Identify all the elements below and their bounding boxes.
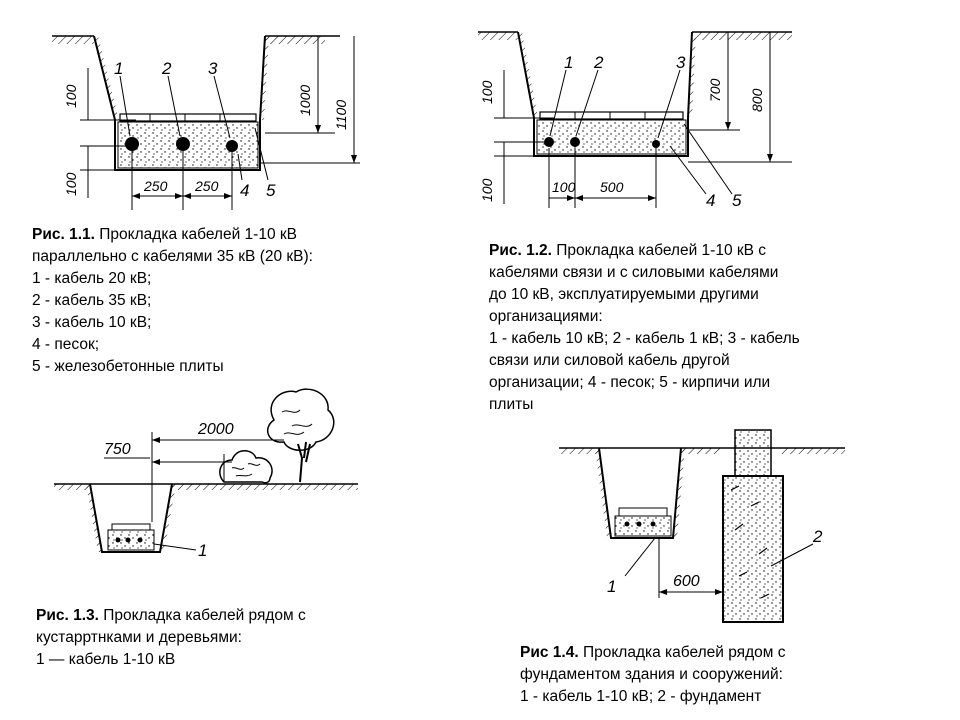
fig1-legend-4: 4 - песок; bbox=[32, 336, 100, 353]
cable-3-dot bbox=[226, 140, 238, 152]
fig1-dim-250a: 250 bbox=[143, 178, 168, 194]
fig2-dim-top: 100 bbox=[479, 80, 495, 104]
fig2-caption-title-4: организациями: bbox=[489, 308, 603, 325]
fig2-label-5: 5 bbox=[732, 191, 742, 210]
fig4-label-2: 2 bbox=[812, 527, 823, 546]
fig1-legend-1: 1 - кабель 20 кВ; bbox=[32, 270, 152, 287]
fig2-legend-2: связи или силовой кабель другой bbox=[489, 352, 730, 369]
figure-1-4-drawing: 1 2 600 bbox=[555, 426, 855, 636]
fig4-label-1: 1 bbox=[607, 577, 616, 596]
fig3-caption-ref: Рис. 1.3. bbox=[36, 607, 99, 624]
figure-1-4-caption: Рис 1.4. Прокладка кабелей рядом с фунда… bbox=[520, 642, 785, 708]
fig1-caption-ref: Рис. 1.1. bbox=[32, 226, 95, 243]
fig1-label-4: 4 bbox=[240, 181, 249, 200]
fig2-dim-100: 100 bbox=[552, 179, 576, 195]
figure-1-3-drawing: 1 750 2000 bbox=[48, 382, 368, 582]
tree-icon bbox=[266, 388, 335, 483]
fig2-dim-bottom: 100 bbox=[479, 178, 495, 202]
cable-2-dot bbox=[176, 137, 190, 151]
fig2-dim-800: 800 bbox=[749, 88, 765, 112]
fig3-label-1: 1 bbox=[198, 541, 207, 560]
fig1-legend-2: 2 - кабель 35 кВ; bbox=[32, 292, 152, 309]
fig2-caption-title-2: кабелями связи и с силовыми кабелями bbox=[489, 264, 779, 281]
figure-1-2-drawing: 1 2 3 4 5 100 100 700 800 100 500 bbox=[470, 26, 800, 216]
fig1-label-1: 1 bbox=[114, 59, 123, 78]
fig3-legend-1: 1 — кабель 1-10 кВ bbox=[36, 651, 176, 668]
fig2-label-2: 2 bbox=[593, 53, 604, 72]
figure-1-2-caption: Рис. 1.2. Прокладка кабелей 1-10 кВ с ка… bbox=[489, 240, 800, 416]
fig1-dim-top: 100 bbox=[63, 84, 79, 108]
fig2-legend-4: плиты bbox=[489, 396, 534, 413]
fig1-label-3: 3 bbox=[208, 59, 218, 78]
fig2-legend-1: 1 - кабель 10 кВ; 2 - кабель 1 кВ; 3 - к… bbox=[489, 330, 800, 347]
fig4-caption-ref: Рис 1.4. bbox=[520, 644, 579, 661]
figure-1-3-caption: Рис. 1.3. Прокладка кабелей рядом с куст… bbox=[36, 605, 306, 671]
fig1-label-2: 2 bbox=[161, 59, 172, 78]
fig2-label-1: 1 bbox=[564, 53, 573, 72]
fig1-caption-title-1: Прокладка кабелей 1-10 кВ bbox=[94, 226, 297, 243]
fig2-caption-title-1: Прокладка кабелей 1-10 кВ с bbox=[551, 242, 767, 259]
fig2-caption-title-3: до 10 кВ, эксплуатируемыми другими bbox=[489, 286, 759, 303]
fig4-dim-600: 600 bbox=[673, 573, 700, 590]
fig1-label-5: 5 bbox=[266, 181, 276, 200]
fig1-dim-1000: 1000 bbox=[297, 85, 313, 116]
fig3-caption-title-1: Прокладка кабелей рядом с bbox=[98, 607, 306, 624]
foundation-block bbox=[722, 429, 784, 623]
fig2-legend-3: организации; 4 - песок; 5 - кирпичи или bbox=[489, 374, 771, 391]
fig1-dim-1100: 1100 bbox=[333, 100, 349, 130]
figure-1-1-caption: Рис. 1.1. Прокладка кабелей 1-10 кВ пара… bbox=[32, 224, 313, 378]
fig3-dim-2000: 2000 bbox=[197, 421, 234, 438]
fig2-label-4: 4 bbox=[706, 191, 715, 210]
fig1-dim-250b: 250 bbox=[194, 178, 219, 194]
cable-1-dot bbox=[125, 137, 139, 151]
fig1-legend-3: 3 - кабель 10 кВ; bbox=[32, 314, 152, 331]
fig1-caption-title-2: параллельно с кабелями 35 кВ (20 кВ): bbox=[32, 248, 313, 265]
fig3-caption-title-2: кустарртнками и деревьями: bbox=[36, 629, 242, 646]
fig3-dim-750: 750 bbox=[104, 441, 131, 458]
fig1-legend-5: 5 - железобетонные плиты bbox=[32, 358, 224, 375]
fig2-dim-500: 500 bbox=[600, 179, 624, 195]
ground-hatch bbox=[52, 35, 340, 44]
fig2-dim-700: 700 bbox=[707, 78, 723, 102]
fig4-caption-title-2: фундаментом здания и сооружений: bbox=[520, 666, 783, 683]
shrub-icon bbox=[219, 450, 273, 484]
fig4-legend-1: 1 - кабель 1-10 кВ; 2 - фундамент bbox=[520, 688, 762, 705]
fig2-caption-ref: Рис. 1.2. bbox=[489, 242, 552, 259]
fig4-caption-title-1: Прокладка кабелей рядом с bbox=[578, 644, 786, 661]
figure-1-1-drawing: 1 2 3 4 5 100 100 1000 1100 250 250 bbox=[40, 28, 370, 218]
fig1-dim-bottom: 100 bbox=[63, 172, 79, 196]
fig2-label-3: 3 bbox=[676, 53, 686, 72]
